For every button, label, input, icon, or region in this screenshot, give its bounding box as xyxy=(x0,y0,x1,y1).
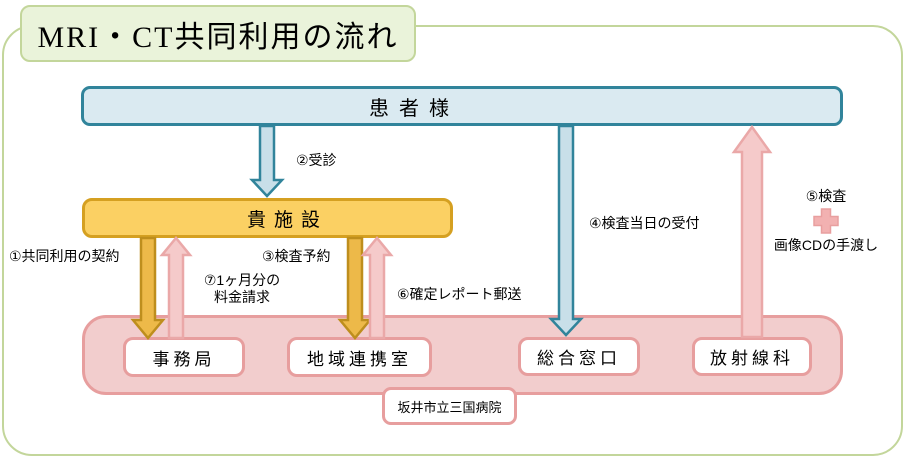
step4-sameday-reception-label: ④検査当日の受付 xyxy=(589,215,700,231)
facility-label: 貴施設 xyxy=(246,209,328,231)
step3-exam-booking-label: ③検査予約 xyxy=(262,248,331,264)
step7-monthly-billing-label: ⑦1ヶ月分の 料金請求 xyxy=(193,272,291,306)
step1-contract-label: ①共同利用の契約 xyxy=(9,248,120,264)
dept-radiology-label: 放射線科 xyxy=(710,349,794,368)
dept-general-reception-label: 総合窓口 xyxy=(537,349,621,368)
step5-image-cd-label: 画像CDの手渡し xyxy=(773,237,879,253)
patient-label: 患者様 xyxy=(369,97,459,120)
hospital-name-label: 坂井市立三国病院 xyxy=(397,399,502,415)
outer-green-frame xyxy=(2,25,903,456)
dept-regional-liaison-node: 地域連携室 xyxy=(287,337,432,377)
dept-radiology-node: 放射線科 xyxy=(692,337,812,376)
patient-node: 患者様 xyxy=(81,86,843,126)
dept-regional-liaison-label: 地域連携室 xyxy=(307,349,412,369)
step6-final-report-mail-label: ⑥確定レポート郵送 xyxy=(397,286,522,302)
dept-admin-office-label: 事務局 xyxy=(152,349,216,369)
diagram-title-box: MRI・CT共同利用の流れ xyxy=(20,5,416,62)
plus-icon xyxy=(813,208,839,234)
step7-line2: 料金請求 xyxy=(214,289,270,305)
diagram-title: MRI・CT共同利用の流れ xyxy=(37,20,399,54)
step5-exam-cd-label-group: ⑤検査 画像CDの手渡し xyxy=(762,188,890,254)
dept-general-reception-node: 総合窓口 xyxy=(518,337,640,376)
hospital-name-box: 坂井市立三国病院 xyxy=(382,387,517,425)
facility-node: 貴施設 xyxy=(82,198,453,238)
step7-line1: ⑦1ヶ月分の xyxy=(203,272,281,288)
step5-exam-label: ⑤検査 xyxy=(805,188,847,204)
dept-admin-office-node: 事務局 xyxy=(123,337,245,377)
step2-visit-label: ②受診 xyxy=(296,152,337,168)
